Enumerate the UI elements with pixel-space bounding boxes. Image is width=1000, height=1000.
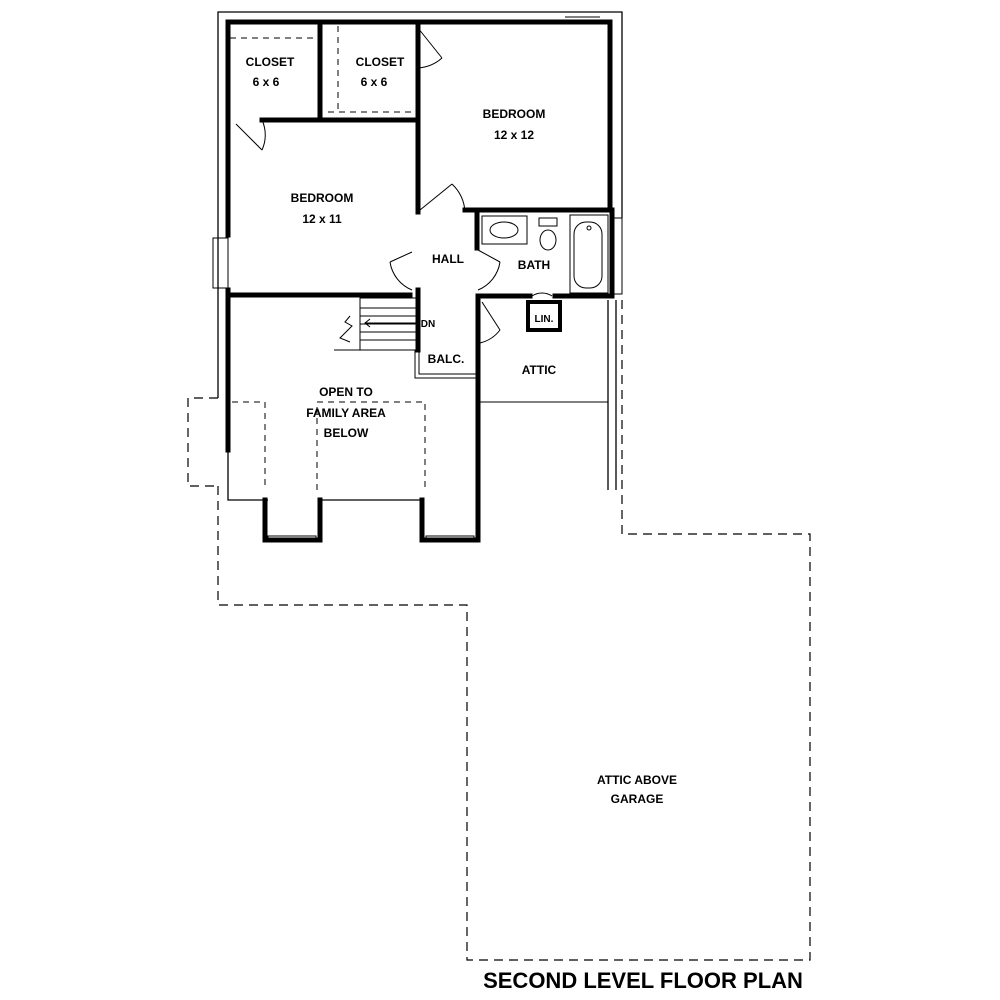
- open-to-line-1: OPEN TO: [319, 385, 373, 399]
- stair-dn-label: DN: [421, 319, 435, 330]
- hall-label: HALL: [432, 252, 464, 266]
- dashed-outline: [187, 26, 811, 961]
- closet-left-size: 6 x 6: [253, 75, 280, 89]
- roof-outline: [217, 11, 623, 501]
- walls: [225, 19, 615, 543]
- bedroom-upper-size: 12 x 12: [494, 128, 534, 142]
- bedroom-lower-size: 12 x 11: [302, 212, 342, 226]
- attic-label: ATTIC: [522, 363, 557, 377]
- closet-left-name: CLOSET: [246, 55, 295, 69]
- plan-title: SECOND LEVEL FLOOR PLAN: [483, 968, 803, 993]
- bath-label: BATH: [518, 258, 550, 272]
- bedroom-lower-name: BEDROOM: [291, 191, 354, 205]
- attic-garage-line-1: ATTIC ABOVE: [597, 773, 677, 787]
- bath-fixtures: [481, 214, 609, 332]
- doors: [235, 27, 553, 344]
- linen-label: LIN.: [535, 314, 554, 325]
- attic-garage-line-2: GARAGE: [611, 792, 664, 806]
- windows: [212, 16, 623, 543]
- open-to-line-3: BELOW: [324, 426, 369, 440]
- stair: [334, 297, 608, 403]
- bedroom-upper-name: BEDROOM: [483, 107, 546, 121]
- open-to-line-2: FAMILY AREA: [306, 406, 386, 420]
- closet-right-size: 6 x 6: [361, 75, 388, 89]
- balcony-label: BALC.: [428, 352, 465, 366]
- closet-right-name: CLOSET: [356, 55, 405, 69]
